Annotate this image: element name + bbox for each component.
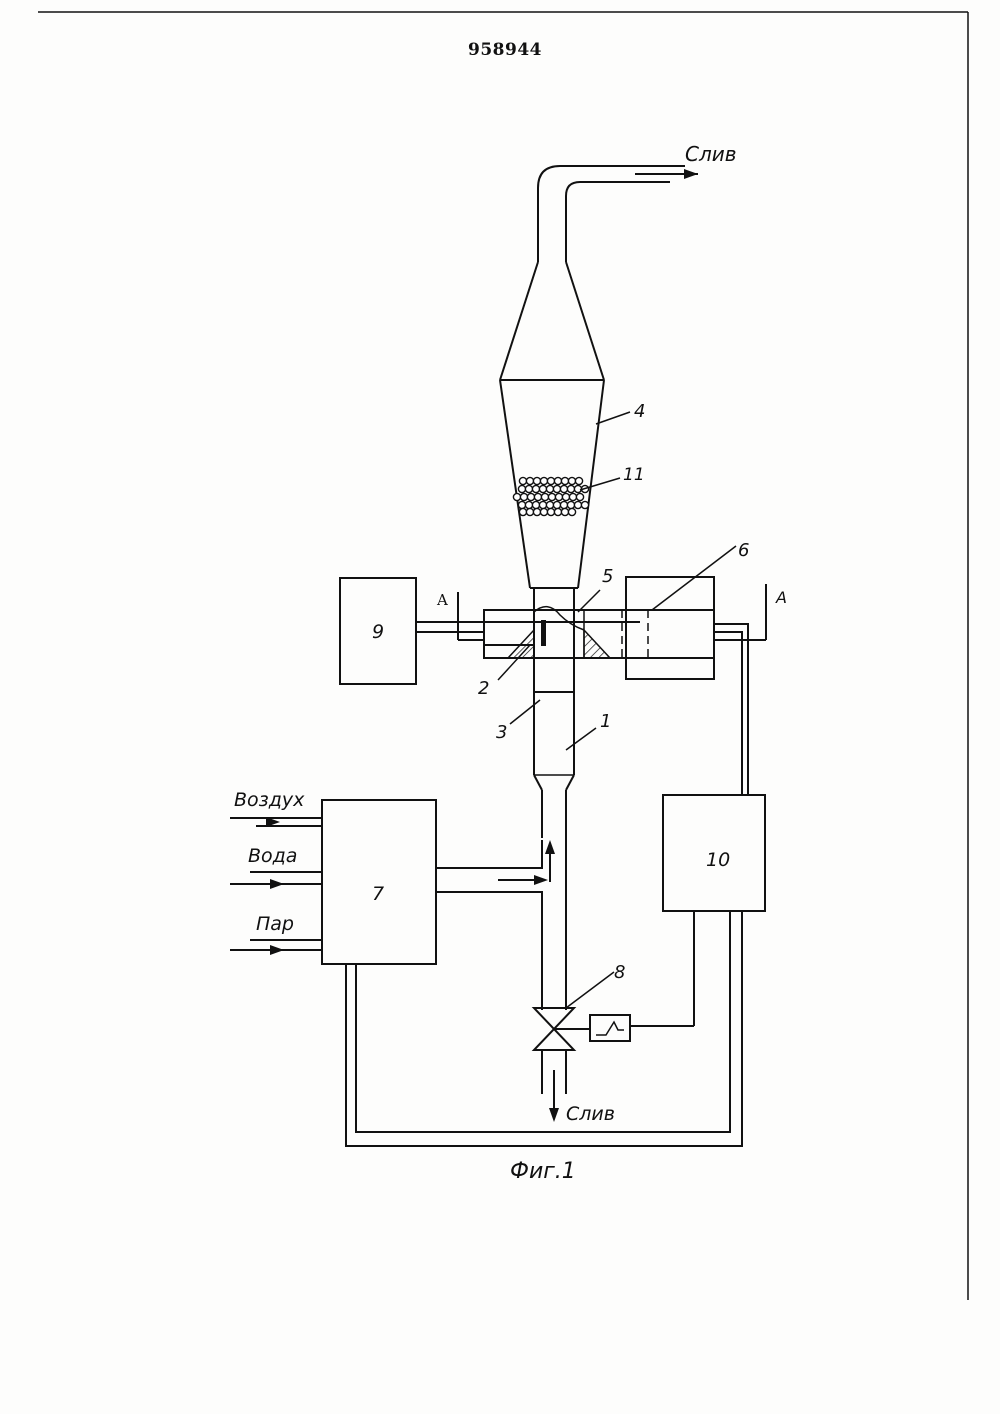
bead: [541, 493, 548, 500]
callout-3: 3: [496, 722, 507, 743]
bead: [555, 493, 562, 500]
bead: [519, 508, 526, 515]
bead: [533, 477, 540, 484]
callout-11: 11: [623, 465, 645, 485]
bead: [526, 477, 533, 484]
bead: [561, 477, 568, 484]
bottom-outlet-arrow-icon: [549, 1108, 559, 1122]
bead: [539, 501, 546, 508]
bead: [539, 485, 546, 492]
bead: [525, 501, 532, 508]
air-inlet-label: Воздух: [234, 789, 305, 811]
callout-5: 5: [602, 566, 613, 587]
up-flow-arrow-icon: [545, 840, 555, 854]
callout-7: 7: [372, 883, 384, 905]
gate-valve-housing: [484, 607, 714, 658]
unit-9-link: [416, 622, 484, 632]
gate-drive: [626, 577, 714, 679]
bead: [518, 501, 525, 508]
bead: [576, 493, 583, 500]
bead: [560, 485, 567, 492]
feed-pipes: [436, 790, 566, 1010]
bead: [540, 508, 547, 515]
top-overflow-pipe: [538, 166, 698, 262]
callout-9: 9: [372, 621, 384, 643]
bead: [574, 501, 581, 508]
figure-caption: Фиг.1: [510, 1159, 576, 1184]
bead: [527, 493, 534, 500]
bead: [554, 477, 561, 484]
callout-10: 10: [706, 849, 730, 871]
callout-8: 8: [614, 962, 625, 983]
bead: [546, 485, 553, 492]
bead: [569, 493, 576, 500]
bead: [561, 508, 568, 515]
bottom-outlet-label: Слив: [566, 1103, 615, 1125]
feed-flow-arrow-icon: [534, 875, 548, 885]
bead: [532, 485, 539, 492]
bead-packing: [513, 477, 588, 515]
callout-4: 4: [634, 401, 645, 422]
bead: [553, 485, 560, 492]
bead: [525, 485, 532, 492]
bead: [546, 501, 553, 508]
bead: [567, 485, 574, 492]
mixing-chamber-tube: [534, 588, 574, 790]
bead: [518, 485, 525, 492]
bead: [575, 477, 582, 484]
steam-inlet-arrow: [230, 940, 322, 955]
callout-2: 2: [478, 678, 489, 699]
bead: [533, 508, 540, 515]
callout-1: 1: [600, 711, 611, 732]
bead: [526, 508, 533, 515]
page-border: [38, 12, 968, 1300]
water-inlet-arrow: [230, 872, 322, 889]
bead: [560, 501, 567, 508]
bead: [534, 493, 541, 500]
bead: [562, 493, 569, 500]
bead: [553, 501, 560, 508]
bead: [568, 508, 575, 515]
bead: [547, 508, 554, 515]
top-outlet-label: Слив: [685, 142, 737, 166]
water-inlet-label: Вода: [248, 845, 297, 867]
steam-inlet-label: Пар: [256, 913, 294, 935]
bottom-drain-pipe: [542, 1050, 566, 1122]
bead: [519, 477, 526, 484]
bead: [568, 477, 575, 484]
bead: [540, 477, 547, 484]
section-mark-left: A: [436, 591, 448, 609]
bead: [513, 493, 520, 500]
bead: [520, 493, 527, 500]
bead: [548, 493, 555, 500]
callout-6: 6: [738, 540, 749, 561]
feed-unit-box: [322, 800, 436, 964]
top-outlet-arrow-icon: [684, 169, 698, 179]
bead: [554, 508, 561, 515]
air-inlet-arrow: [230, 817, 322, 827]
bead: [567, 501, 574, 508]
bead: [581, 501, 588, 508]
bead: [547, 477, 554, 484]
controller-links: [346, 624, 748, 1146]
section-mark-right: A: [775, 588, 787, 607]
classifier-vessel: [500, 262, 604, 588]
bead: [532, 501, 539, 508]
bead: [574, 485, 581, 492]
